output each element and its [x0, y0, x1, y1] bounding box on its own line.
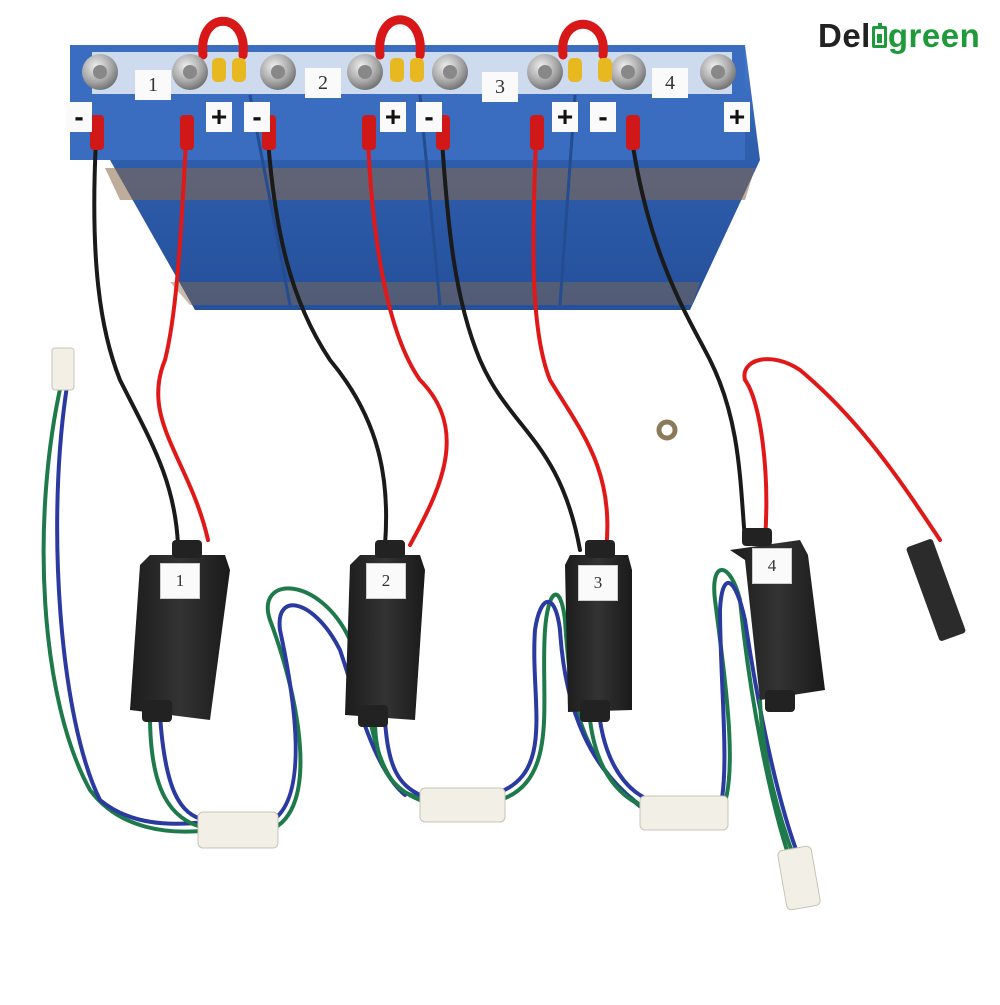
- cell-label-3: 3: [482, 72, 518, 102]
- cell-label-1: 1: [135, 70, 171, 100]
- battery-icon: [871, 23, 887, 48]
- polarity-neg-2: -: [244, 101, 270, 132]
- polarity-pos-4: +: [724, 101, 750, 132]
- terminal-bolts: [82, 54, 736, 90]
- module-label-4: 4: [752, 548, 792, 584]
- polarity-pos-2: +: [380, 101, 406, 132]
- sense-wires: [92, 138, 942, 552]
- module-label-1: 1: [160, 563, 200, 599]
- bolt-icon: [610, 54, 646, 90]
- cell-label-2: 2: [305, 68, 341, 98]
- bolt-icon: [82, 54, 118, 90]
- module-1: [130, 540, 230, 722]
- bolt-icon: [172, 54, 208, 90]
- bolt-icon: [432, 54, 468, 90]
- logo-text-left: Del: [818, 17, 871, 54]
- polarity-pos-1: +: [206, 101, 232, 132]
- connectors: [51, 347, 966, 911]
- polarity-neg-3: -: [416, 101, 442, 132]
- logo-text-right: green: [887, 17, 981, 54]
- brand-logo: Del green: [818, 16, 980, 56]
- cell-label-4: 4: [652, 68, 688, 98]
- bolt-icon: [700, 54, 736, 90]
- bolt-icon: [260, 54, 296, 90]
- module-label-3: 3: [578, 565, 618, 601]
- bus-wires: [198, 15, 608, 60]
- polarity-neg-4: -: [590, 101, 616, 132]
- bolt-icon: [347, 54, 383, 90]
- crimp-sleeves: [90, 115, 640, 150]
- polarity-pos-3: +: [552, 101, 578, 132]
- bolt-icon: [527, 54, 563, 90]
- balance-bus-wires: [41, 378, 802, 862]
- module-label-2: 2: [366, 563, 406, 599]
- polarity-neg-1: -: [66, 101, 92, 132]
